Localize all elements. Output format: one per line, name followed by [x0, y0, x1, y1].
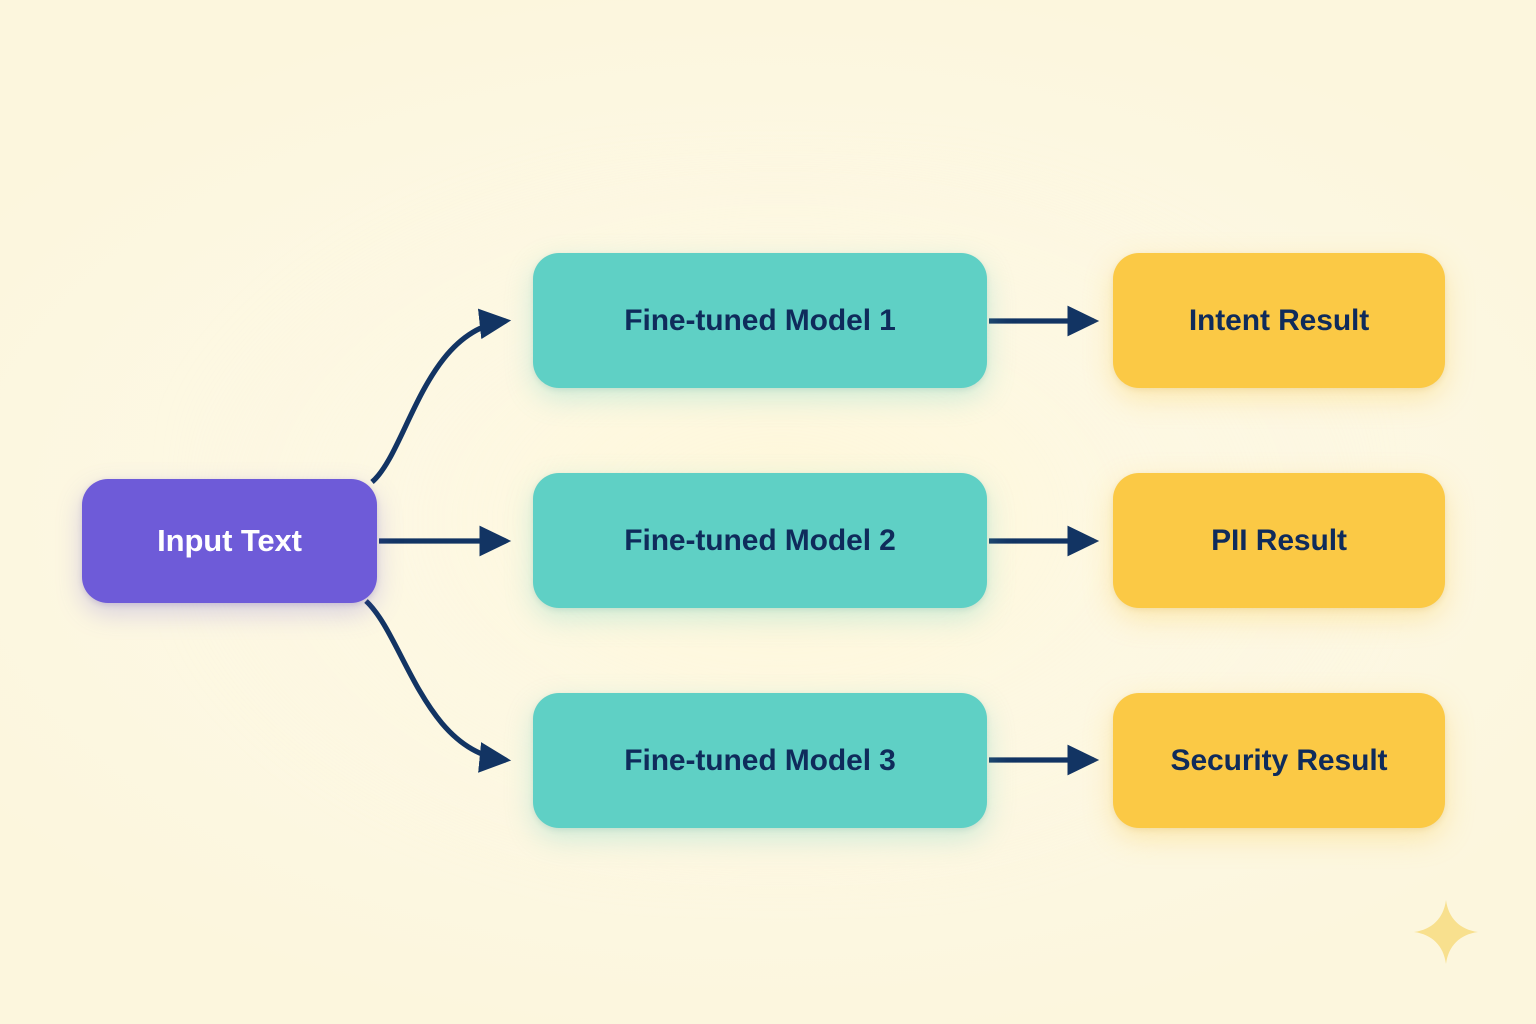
node-pii-result[interactable]: PII Result: [1113, 473, 1445, 608]
node-input-text[interactable]: Input Text: [82, 479, 377, 603]
node-security-result-label: Security Result: [1170, 744, 1388, 777]
node-fine-tuned-model-1-label: Fine-tuned Model 1: [624, 304, 896, 337]
node-fine-tuned-model-2-label: Fine-tuned Model 2: [624, 524, 896, 557]
node-fine-tuned-model-1[interactable]: Fine-tuned Model 1: [533, 253, 987, 388]
edge-input-to-model-1: [370, 308, 512, 484]
node-fine-tuned-model-2[interactable]: Fine-tuned Model 2: [533, 473, 987, 608]
node-intent-result-label: Intent Result: [1188, 304, 1370, 337]
node-pii-result-label: PII Result: [1211, 524, 1347, 557]
node-intent-result[interactable]: Intent Result: [1113, 253, 1445, 388]
node-fine-tuned-model-3-label: Fine-tuned Model 3: [624, 744, 896, 777]
node-security-result[interactable]: Security Result: [1113, 693, 1445, 828]
edge-input-to-model-3: [364, 599, 512, 773]
node-input-text-label: Input Text: [157, 522, 302, 558]
sparkle-icon: [1414, 900, 1478, 964]
node-fine-tuned-model-3[interactable]: Fine-tuned Model 3: [533, 693, 987, 828]
